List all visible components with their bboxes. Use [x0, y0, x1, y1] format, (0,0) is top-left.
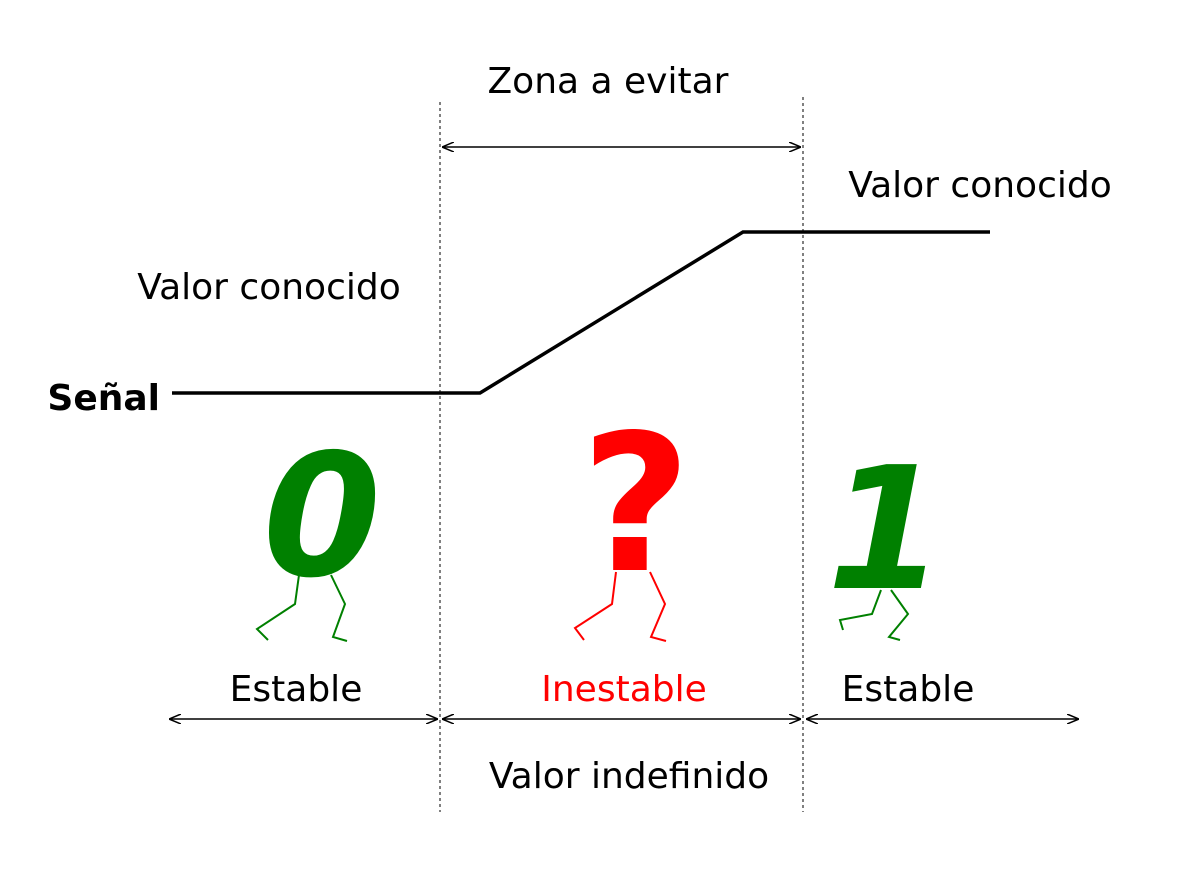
unstable-label: Inestable	[541, 669, 707, 710]
one-right-leg	[887, 589, 910, 641]
signal-waveform	[172, 230, 990, 395]
undefined-value-label: Valor indefinido	[489, 756, 769, 797]
known-value-right-label: Valor conocido	[848, 165, 1112, 206]
zone-to-avoid-label: Zona a evitar	[488, 61, 729, 102]
unstable-question-character: ?	[573, 394, 691, 642]
one-glyph: 1	[827, 431, 945, 629]
stable-left-label: Estable	[230, 669, 363, 710]
stable-zero-character: 0	[255, 418, 381, 642]
zero-right-leg	[330, 574, 348, 642]
question-left-leg	[573, 571, 617, 641]
question-right-leg	[649, 571, 667, 642]
known-value-left-label: Valor conocido	[137, 267, 401, 308]
zero-glyph: 0	[263, 418, 381, 616]
one-left-leg	[838, 589, 882, 631]
question-glyph: ?	[581, 394, 691, 615]
zero-left-leg	[255, 574, 300, 641]
stable-right-label: Estable	[842, 669, 975, 710]
signal-label: Señal	[47, 378, 160, 419]
stable-one-character: 1	[827, 431, 945, 641]
